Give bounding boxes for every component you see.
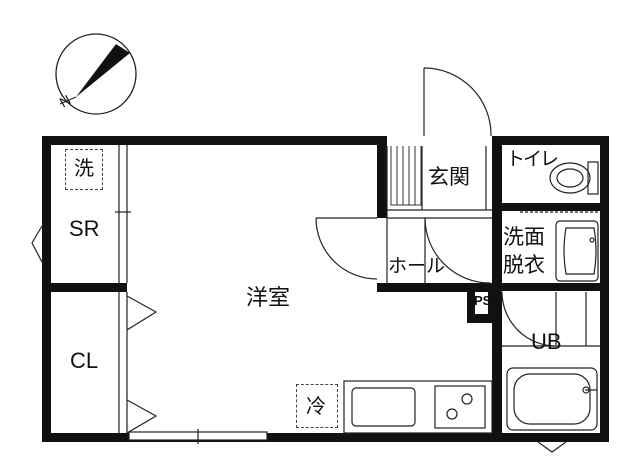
partitions (115, 145, 492, 433)
washer-spot-label: 洗 (74, 156, 94, 180)
entrance-door (387, 67, 492, 146)
western-room-label: 洋室 (246, 286, 291, 311)
toilet-icon (520, 161, 600, 213)
kitchen-counter (343, 380, 493, 434)
interior-walls (42, 136, 602, 442)
room-door (315, 217, 491, 284)
bathtub-icon (506, 367, 598, 431)
entrance-steps (390, 144, 422, 206)
washroom-label-line1: 洗面 (503, 225, 545, 249)
bath-vent-marker (537, 441, 567, 453)
hall-label: ホール (388, 255, 446, 277)
storage-room-label: SR (69, 216, 100, 241)
sink-icon (351, 387, 416, 427)
stove-icon (434, 385, 486, 429)
entrance-label: 玄関 (428, 165, 470, 189)
unit-bath-label: UB (531, 329, 562, 354)
bath-door (501, 291, 600, 347)
toilet-label: トイレ (506, 148, 559, 170)
closet-label: CL (70, 348, 99, 373)
washer-box (65, 149, 103, 190)
closet-doors (126, 295, 158, 434)
pipe-space-label: PS (474, 293, 492, 308)
wash-basin-icon (555, 220, 599, 282)
south-window (128, 429, 268, 444)
fridge-box (296, 384, 338, 428)
vent-marker (31, 225, 43, 263)
washroom-label-line2: 脱衣 (503, 253, 545, 277)
fridge-spot-label: 冷 (306, 394, 326, 418)
compass-icon (55, 33, 137, 115)
